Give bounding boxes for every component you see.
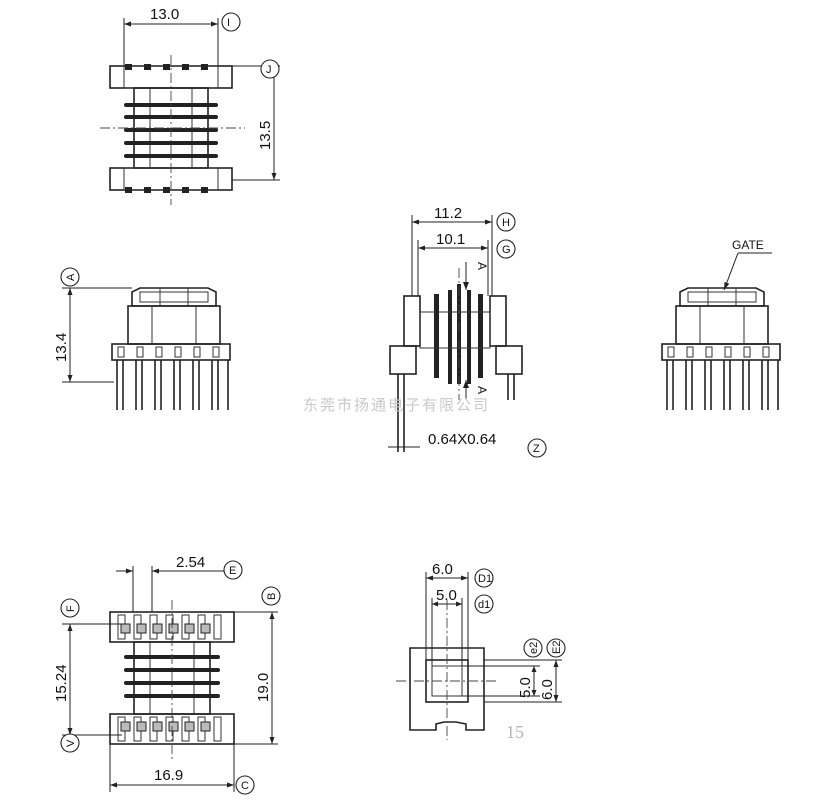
- balloon-e2-right: E2: [551, 641, 563, 654]
- top-view: 13.0 I 13.5 J: [100, 6, 280, 205]
- section-mark-top: A: [475, 262, 489, 270]
- core-section-view: 6.0 D1 5.0 d1 5.0 e2 6.0 E2: [396, 561, 566, 740]
- dim-front-height: 13.4: [53, 333, 70, 362]
- dim-bottom-width: 16.9: [154, 767, 183, 784]
- balloon-d1-lower: d1: [478, 599, 490, 611]
- bottom-view: 2.54 E 15.24 F V 19.0 B 16.9 C: [53, 554, 281, 795]
- watermark-company-name: 东莞市扬通电子有限公司: [303, 396, 490, 414]
- dim-bottom-height: 19.0: [255, 673, 272, 702]
- dim-core-inner-vertical: 5.0: [517, 677, 534, 698]
- dim-side-inner: 10.1: [436, 231, 465, 248]
- balloon-a: A: [65, 273, 77, 281]
- balloon-i: I: [227, 17, 230, 29]
- dim-core-outer-vertical: 6.0: [539, 679, 556, 700]
- section-mark-bottom: A: [475, 386, 489, 394]
- dim-core-inner: 5.0: [436, 587, 457, 604]
- balloon-z: Z: [533, 443, 540, 455]
- balloon-e2-left: e2: [528, 642, 540, 654]
- balloon-d1-upper: D1: [478, 573, 492, 585]
- dim-top-width: 13.0: [150, 6, 179, 23]
- balloon-c: C: [241, 780, 249, 792]
- dim-core-outer: 6.0: [432, 561, 453, 578]
- page-number: 15: [506, 722, 524, 742]
- balloon-h: H: [502, 217, 510, 229]
- dim-pin-size: 0.64X0.64: [428, 431, 496, 448]
- balloon-f: F: [65, 605, 77, 612]
- dim-top-height: 13.5: [257, 121, 274, 150]
- rear-view: GATE: [661, 238, 781, 410]
- side-view: A A 11.2 H 10.1 G 0.64X0.64 Z: [388, 205, 547, 458]
- gate-label: GATE: [732, 238, 764, 252]
- balloon-e: E: [229, 565, 236, 577]
- balloon-j: J: [266, 64, 272, 76]
- dim-pin-pitch: 2.54: [176, 554, 205, 571]
- balloon-g: G: [502, 244, 511, 256]
- balloon-v: V: [65, 739, 77, 747]
- balloon-b: B: [266, 593, 278, 600]
- dim-side-outer: 11.2: [434, 205, 462, 222]
- front-view: 13.4 A: [53, 267, 231, 410]
- dim-row-spacing: 15.24: [53, 664, 70, 702]
